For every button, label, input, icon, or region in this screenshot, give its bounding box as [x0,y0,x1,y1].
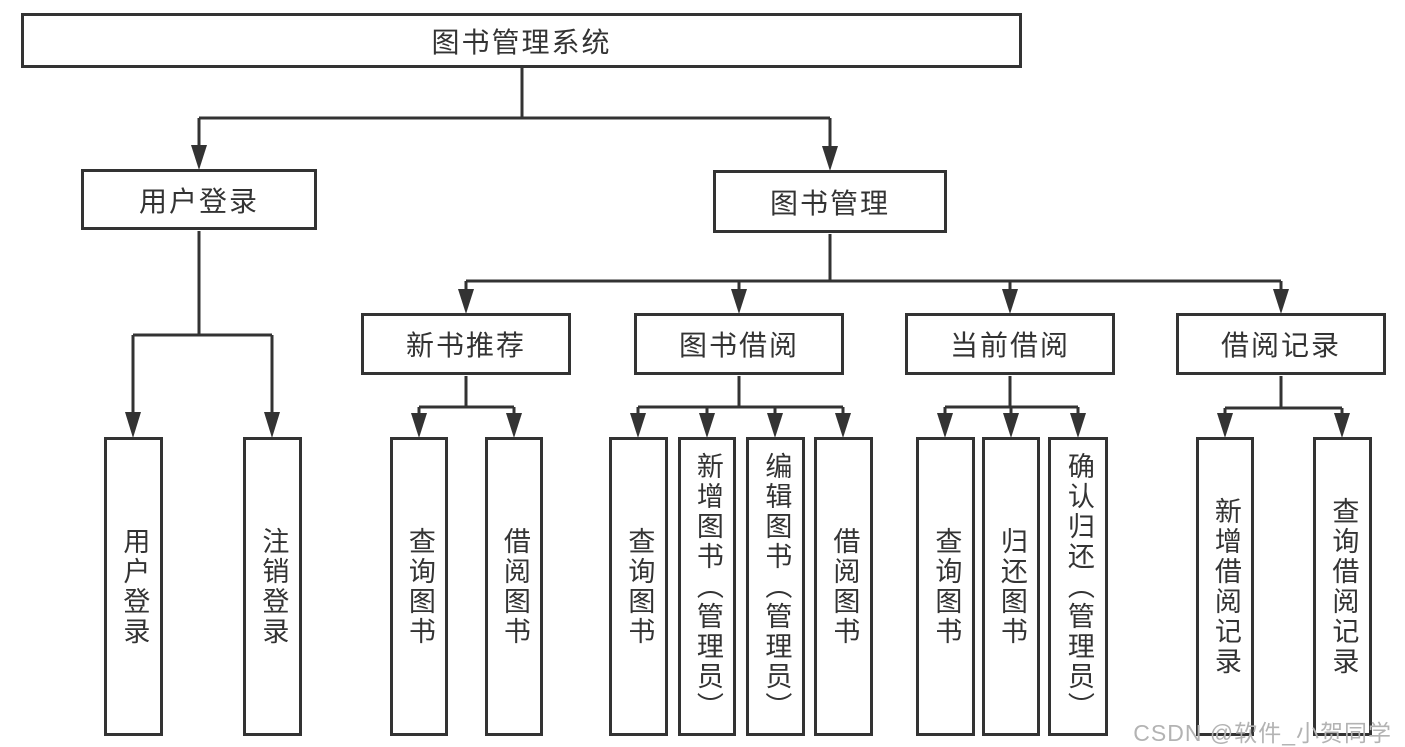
leaf-record-add-borrow-record-label: 新增借阅记录 [1210,496,1241,677]
arrowhead-book-bor [731,289,747,314]
connector-cur-bor-children [943,376,1080,414]
node-current-borrow: 当前借阅 [905,313,1115,375]
arrowhead-cb-query [937,413,953,438]
leaf-newrec-query-book-label: 查询图书 [404,526,435,647]
leaf-newrec-borrow-book-label: 借阅图书 [499,526,530,647]
leaf-current-confirm-return-admin-label: 确认归还（管理员） [1063,451,1094,722]
connector-bor-rec-children [1223,376,1344,415]
node-current-borrow-label: 当前借阅 [949,330,1070,361]
node-user-login-label: 用户登录 [138,185,259,217]
leaf-borrow-query-book: 查询图书 [609,437,668,736]
leaf-current-query-book-label: 查询图书 [931,526,962,647]
arrowhead-bb-borrow [835,413,851,438]
arrowhead-book-mgmt [822,146,838,171]
node-book-management-label: 图书管理 [769,187,890,219]
connector-new-rec-children [417,376,516,414]
arrowhead-leaf-user-login [125,412,141,438]
leaf-newrec-query-book: 查询图书 [390,437,448,736]
leaf-newrec-borrow-book: 借阅图书 [485,437,543,736]
leaf-current-return-book-label: 归还图书 [996,526,1027,647]
arrowhead-cb-return [1003,413,1019,438]
arrowhead-bb-add [699,413,715,438]
leaf-current-query-book: 查询图书 [916,437,975,736]
node-book-borrow: 图书借阅 [634,313,844,375]
arrowhead-br-query [1334,413,1350,438]
leaf-current-return-book: 归还图书 [982,437,1040,736]
arrowhead-cb-confirm [1070,413,1086,438]
csdn-watermark: CSDN @软件_小贺同学 [1133,720,1392,746]
connector-book-mgmt-children [464,234,1283,292]
leaf-borrow-edit-book-admin: 编辑图书（管理员） [746,437,805,736]
node-library-system: 图书管理系统 [21,13,1022,68]
arrowhead-bb-query [630,413,646,438]
leaf-record-query-borrow-record-label: 查询借阅记录 [1328,496,1359,677]
connector-book-bor-children [636,376,845,414]
leaf-borrow-edit-book-admin-label: 编辑图书（管理员） [761,451,792,722]
leaf-logout-label: 注销登录 [258,526,289,647]
leaf-borrow-borrow-book: 借阅图书 [814,437,873,736]
arrowhead-nb-borrow [506,413,522,438]
leaf-record-add-borrow-record: 新增借阅记录 [1196,437,1254,736]
leaf-borrow-borrow-book-label: 借阅图书 [829,526,860,647]
leaf-borrow-add-book-admin-label: 新增图书（管理员） [692,451,723,722]
leaf-current-confirm-return-admin: 确认归还（管理员） [1048,437,1108,736]
arrowhead-br-add [1217,413,1233,438]
node-book-borrow-label: 图书借阅 [678,330,799,361]
leaf-logout: 注销登录 [243,437,302,736]
arrowhead-cur-bor [1002,289,1018,314]
leaf-user-login: 用户登录 [104,437,163,736]
node-book-management: 图书管理 [713,170,947,233]
arrowhead-new-rec [458,289,474,314]
connector-root-to-level2 [197,68,832,149]
node-library-system-label: 图书管理系统 [431,26,612,58]
arrowhead-nb-query [411,413,427,438]
arrowhead-leaf-logout [264,412,280,438]
arrowhead-bor-rec [1273,289,1289,314]
leaf-user-login-label: 用户登录 [119,526,150,647]
node-user-login: 用户登录 [81,169,317,230]
node-new-book-recommend: 新书推荐 [361,313,571,375]
node-new-book-recommend-label: 新书推荐 [405,330,526,361]
arrowhead-user-login [191,145,207,170]
node-borrow-record: 借阅记录 [1176,313,1386,375]
leaf-borrow-query-book-label: 查询图书 [624,526,655,647]
arrowhead-bb-edit [767,413,783,438]
leaf-borrow-add-book-admin: 新增图书（管理员） [678,437,736,736]
leaf-record-query-borrow-record: 查询借阅记录 [1313,437,1372,736]
connector-user-login-children [131,231,274,415]
node-borrow-record-label: 借阅记录 [1220,330,1341,361]
